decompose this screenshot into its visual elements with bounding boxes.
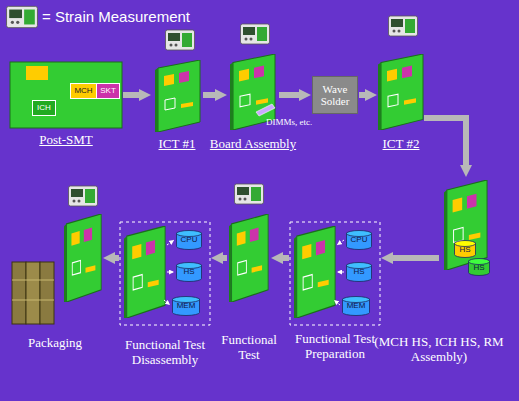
flow-arrow <box>393 255 439 261</box>
dimm-module <box>256 104 275 116</box>
component-cylinder: HS <box>346 262 372 282</box>
component-cylinder: CPU <box>176 230 202 250</box>
component-label: HS <box>473 263 484 272</box>
dashed-group <box>290 222 380 325</box>
tilted-board <box>294 226 335 318</box>
chip-label: SKT <box>100 86 116 96</box>
tilted-board <box>229 214 268 302</box>
stage-caption: ICT #2 <box>383 136 420 151</box>
flow-arrow <box>115 255 119 261</box>
legend-text: = Strain Measurement <box>42 8 190 25</box>
process-stage: Packaging <box>8 212 102 325</box>
flow-arrow <box>424 118 466 165</box>
process-stage: HSHS(MCH HS, ICH HS, RM Assembly) <box>440 178 498 278</box>
flow-arrow <box>283 255 289 261</box>
stage-caption: Functional Test Preparation <box>293 331 377 361</box>
strain-gauge-icon <box>241 24 270 44</box>
component-cylinder: MEM <box>172 296 200 316</box>
stage-caption: Functional Test <box>217 332 281 362</box>
component-label: HS <box>459 245 470 254</box>
tilted-board <box>64 214 101 302</box>
stage-caption: Board Assembly <box>210 136 296 151</box>
legend-icon <box>7 6 38 27</box>
component-cylinder: HS <box>468 258 490 276</box>
component-label: MEM <box>347 301 366 310</box>
tilted-board <box>444 180 487 270</box>
process-stage: CPUHSMEMFunctional Test Preparation <box>290 222 380 325</box>
tilted-board <box>378 54 423 130</box>
process-stage: Functional Test <box>228 212 270 304</box>
leader-line <box>337 272 344 273</box>
strain-gauge-icon <box>389 16 418 36</box>
component-label: CPU <box>181 235 198 244</box>
component-label: MEM <box>177 301 196 310</box>
component-label: HS <box>183 267 194 276</box>
flat-board <box>10 62 122 128</box>
leader-line <box>334 300 340 305</box>
flow-arrow <box>123 92 139 98</box>
chip-box: SKT <box>96 83 120 99</box>
dashed-group <box>120 222 210 325</box>
flow-arrow <box>203 92 215 98</box>
process-stage: CPUHSMEMFunctional Test Disassembly <box>120 222 210 325</box>
component-cylinder: MEM <box>342 296 370 316</box>
stage-caption: Packaging <box>28 335 82 350</box>
component-cylinder: HS <box>454 240 476 258</box>
part-label: DIMMs, etc. <box>266 117 312 128</box>
board-chip <box>26 66 48 80</box>
package-box <box>40 262 54 324</box>
component-cylinder: CPU <box>346 230 372 250</box>
component-label: HS <box>353 267 364 276</box>
chip-box: ICH <box>32 100 56 116</box>
strain-gauge-icon <box>235 184 264 204</box>
component-cylinder: HS <box>176 262 202 282</box>
tilted-board <box>155 60 200 132</box>
tilted-board <box>124 226 165 318</box>
package-stripe <box>12 280 54 300</box>
box-text: Wave Solder <box>313 83 357 107</box>
flow-arrow <box>279 92 299 98</box>
chip-label: ICH <box>37 103 51 113</box>
strain-gauge-icon <box>166 30 195 50</box>
leader-line <box>167 272 174 273</box>
process-stage: ICT #2 <box>378 52 424 132</box>
legend: = Strain Measurement <box>42 8 190 26</box>
legend-entry: = Strain Measurement <box>42 8 190 26</box>
process-stage: MCHSKTICHPost-SMT <box>10 62 122 128</box>
process-box: Wave Solder <box>312 76 358 114</box>
stage-caption: Post-SMT <box>39 132 92 147</box>
stage-caption: Functional Test Disassembly <box>115 337 215 367</box>
leader-line <box>337 240 344 245</box>
flow-arrow <box>223 255 227 261</box>
leader-line <box>164 300 170 305</box>
leader-line <box>167 240 174 245</box>
component-label: CPU <box>351 235 368 244</box>
chip-box: MCH <box>70 83 97 99</box>
package-box <box>26 262 40 324</box>
chip-label: MCH <box>74 86 92 96</box>
stage-caption: ICT #1 <box>159 136 196 151</box>
flow-arrow <box>359 92 365 98</box>
strain-gauge-icon <box>69 186 98 206</box>
stage-caption: (MCH HS, ICH HS, RM Assembly) <box>369 334 509 364</box>
package-box <box>12 262 26 324</box>
process-stage: ICT #1 <box>152 60 202 132</box>
